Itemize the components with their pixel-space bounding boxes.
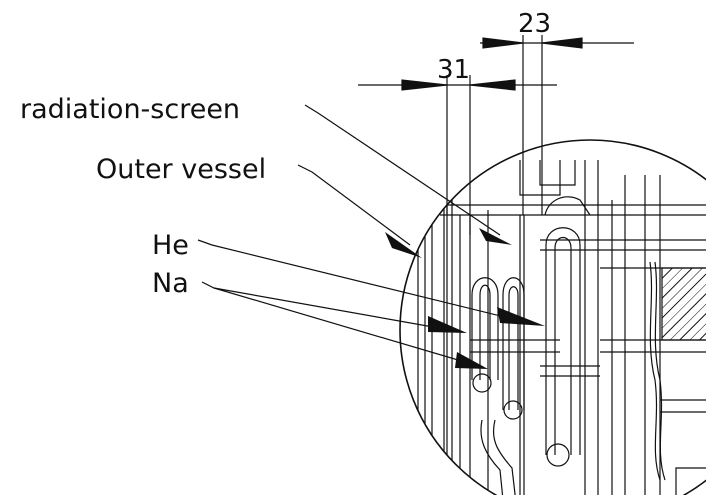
dimension-23-label: 23 <box>518 9 551 39</box>
leader-radiation-screen <box>304 104 501 236</box>
leader-arrowheads <box>385 228 545 369</box>
leader-lines <box>197 104 526 366</box>
leader-outer-vessel <box>297 164 411 246</box>
leader-na-1 <box>201 281 451 331</box>
dimension-31-label: 31 <box>437 55 470 85</box>
label-he: He <box>152 230 189 261</box>
leader-he <box>197 239 526 323</box>
drawing-frame-corner <box>675 467 706 495</box>
dimension-23 <box>480 35 634 215</box>
label-outer-vessel: Outer vessel <box>96 154 266 185</box>
label-na: Na <box>152 268 189 299</box>
dimension-31 <box>358 75 557 235</box>
detail-circle-outline <box>399 139 706 500</box>
detail-circle-contents <box>417 140 706 500</box>
label-radiation-screen: radiation-screen <box>20 94 240 125</box>
